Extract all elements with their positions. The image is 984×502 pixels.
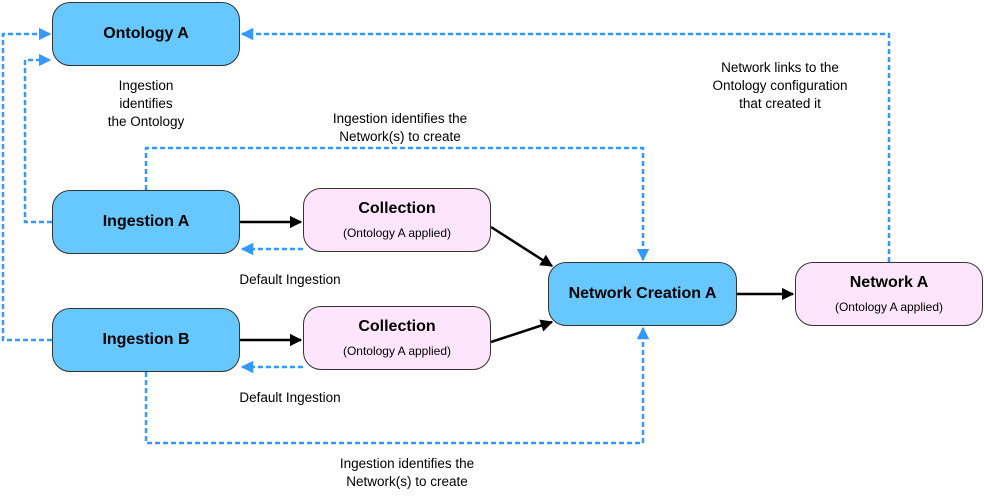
node-network-a[interactable]: Network A (Ontology A applied) bbox=[795, 262, 983, 326]
node-title: Ingestion B bbox=[102, 331, 190, 348]
link-collection-2-to-network-creation bbox=[490, 319, 554, 344]
node-ingestion-b[interactable]: Ingestion B bbox=[52, 308, 240, 372]
node-title: Network Creation A bbox=[568, 285, 717, 302]
node-network-creation-a[interactable]: Network Creation A bbox=[548, 262, 737, 326]
node-title: Collection bbox=[358, 318, 436, 335]
node-subtitle: (Ontology A applied) bbox=[342, 344, 452, 358]
node-title: Network A bbox=[849, 274, 929, 291]
node-subtitle: (Ontology A applied) bbox=[342, 226, 452, 240]
node-subtitle: (Ontology A applied) bbox=[834, 300, 944, 314]
label-default-ingestion-1: Default Ingestion bbox=[239, 272, 341, 287]
label-ingestion-identifies-ontology: Ingestion identifies the Ontology bbox=[107, 78, 185, 129]
node-collection-1[interactable]: Collection (Ontology A applied) bbox=[303, 188, 491, 252]
link-ingestion-a-to-network-creation bbox=[144, 146, 650, 262]
link-ingestion-a-to-ontology bbox=[23, 53, 52, 224]
node-collection-2[interactable]: Collection (Ontology A applied) bbox=[303, 306, 491, 370]
label-ingestion-identifies-network-top: Ingestion identifies the Network(s) to c… bbox=[332, 111, 468, 144]
node-title: Ontology A bbox=[103, 25, 189, 42]
link-collection-1-to-network-creation bbox=[490, 225, 554, 268]
link-network-to-ontology bbox=[240, 27, 891, 262]
link-ingestion-b-to-network-creation bbox=[144, 326, 650, 445]
link-ingestion-b-to-ontology bbox=[1, 27, 52, 342]
label-ingestion-identifies-network-bottom: Ingestion identifies the Network(s) to c… bbox=[339, 456, 475, 489]
label-default-ingestion-2: Default Ingestion bbox=[239, 390, 341, 405]
node-title: Ingestion A bbox=[102, 213, 190, 230]
node-ingestion-a[interactable]: Ingestion A bbox=[52, 190, 240, 254]
node-title: Collection bbox=[358, 200, 436, 217]
node-ontology-a[interactable]: Ontology A bbox=[52, 2, 240, 66]
label-network-links: Network links to the Ontology configurat… bbox=[712, 60, 848, 111]
